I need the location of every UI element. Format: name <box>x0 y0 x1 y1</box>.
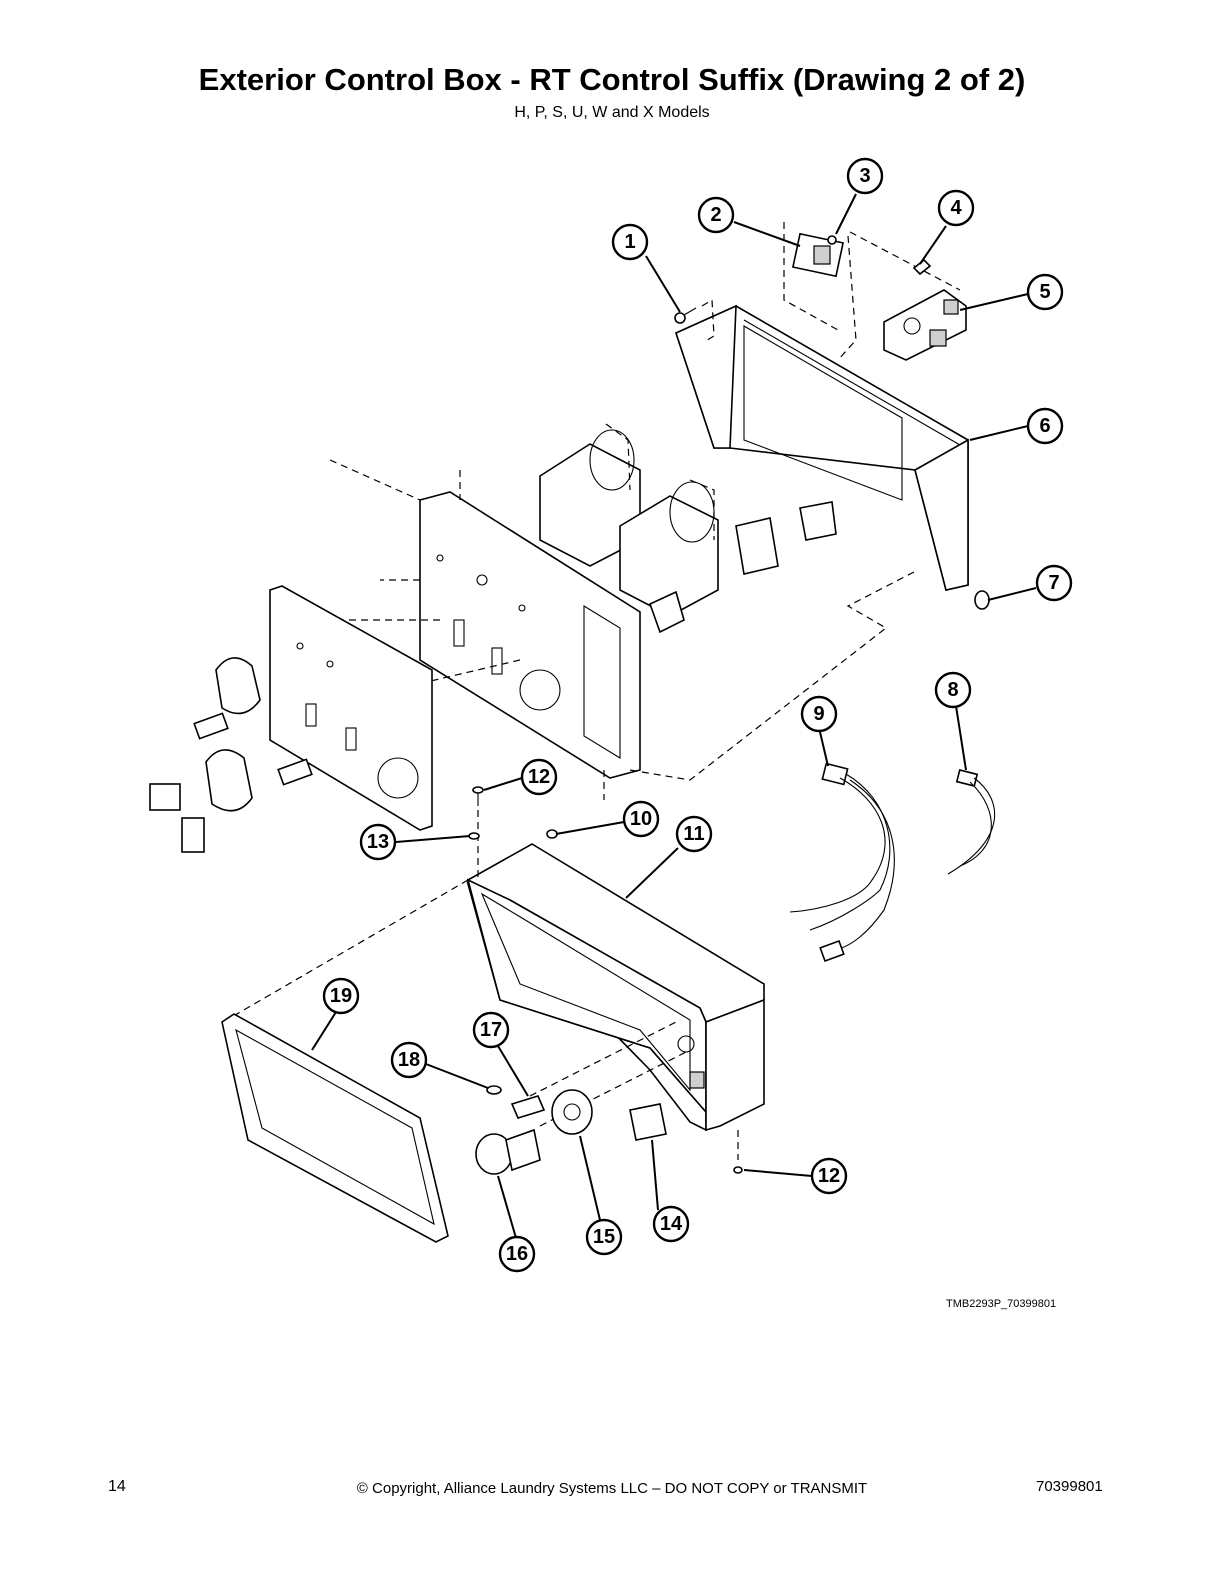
knobs-and-switches <box>149 657 313 853</box>
callout-1: 1 <box>611 223 649 261</box>
callout-5: 5 <box>1026 273 1064 311</box>
callout-13: 13 <box>359 823 397 861</box>
svg-text:1: 1 <box>624 231 635 253</box>
callout-10: 10 <box>622 800 660 838</box>
callout-9: 9 <box>800 695 838 733</box>
svg-text:9: 9 <box>813 703 824 725</box>
callout-14: 14 <box>652 1205 690 1243</box>
svg-text:13: 13 <box>367 831 389 853</box>
svg-text:14: 14 <box>660 1213 683 1235</box>
wire-harnesses <box>789 762 996 963</box>
page-subtitle: H, P, S, U, W and X Models <box>514 104 710 121</box>
bezel-frame <box>221 1013 449 1243</box>
callout-18: 18 <box>390 1041 428 1079</box>
svg-text:11: 11 <box>683 823 704 845</box>
page-number: 14 <box>108 1478 126 1495</box>
svg-text:2: 2 <box>710 204 721 226</box>
callout-12-top: 12 <box>520 758 558 796</box>
svg-text:10: 10 <box>630 808 652 830</box>
drawing-code: TMB2293P_70399801 <box>946 1298 1057 1310</box>
svg-text:12: 12 <box>528 766 550 788</box>
callout-7: 7 <box>1035 564 1073 602</box>
svg-text:19: 19 <box>330 985 352 1007</box>
page-title: Exterior Control Box - RT Control Suffix… <box>198 62 1026 97</box>
circuit-board-part <box>849 231 967 361</box>
timer-motors <box>539 429 837 634</box>
svg-text:16: 16 <box>506 1243 528 1265</box>
callout-4: 4 <box>937 189 975 227</box>
callout-17: 17 <box>472 1011 510 1049</box>
inner-control-panel <box>419 491 641 779</box>
callout-2: 2 <box>697 196 735 234</box>
foot-part <box>974 590 990 610</box>
front-console <box>466 843 765 1132</box>
svg-text:4: 4 <box>950 197 962 219</box>
svg-text:5: 5 <box>1039 281 1050 303</box>
callout-8: 8 <box>934 671 972 709</box>
callout-12-bottom: 12 <box>810 1157 848 1195</box>
callout-15: 15 <box>585 1218 623 1256</box>
callout-6: 6 <box>1026 407 1064 445</box>
pushbutton-parts <box>475 1085 667 1175</box>
svg-text:7: 7 <box>1048 572 1059 594</box>
callout-16: 16 <box>498 1235 536 1273</box>
callout-11: 11 <box>675 815 713 853</box>
callout-19: 19 <box>322 977 360 1015</box>
svg-text:12: 12 <box>818 1165 840 1187</box>
leader-lines <box>311 193 1037 1239</box>
svg-text:3: 3 <box>859 165 870 187</box>
copyright-notice: © Copyright, Alliance Laundry Systems LL… <box>356 1480 868 1497</box>
callout-3: 3 <box>846 157 884 195</box>
svg-text:15: 15 <box>593 1226 615 1248</box>
svg-text:8: 8 <box>947 679 958 701</box>
svg-text:17: 17 <box>480 1019 502 1041</box>
document-number: 70399801 <box>1036 1478 1103 1495</box>
svg-text:6: 6 <box>1039 415 1050 437</box>
outer-control-panel <box>269 585 433 831</box>
control-box-housing <box>675 304 969 591</box>
svg-text:18: 18 <box>398 1049 420 1071</box>
